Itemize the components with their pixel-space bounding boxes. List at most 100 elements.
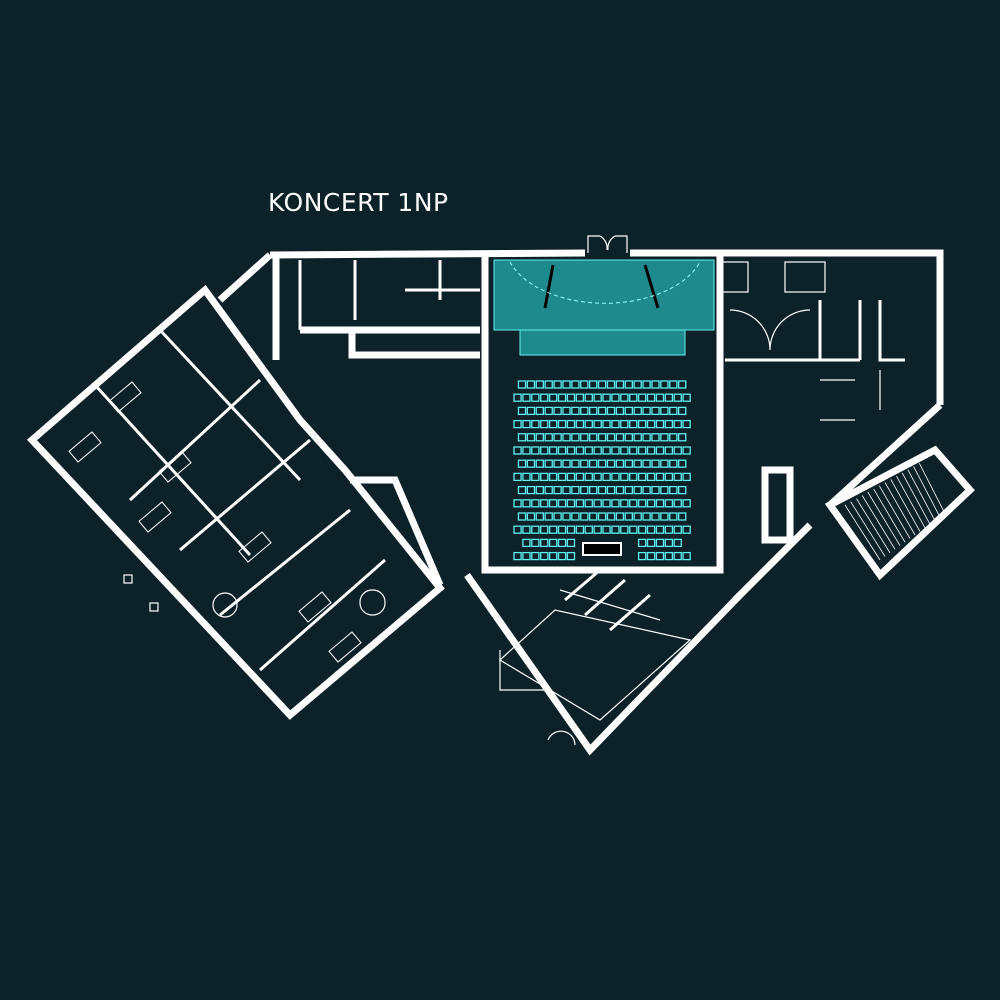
seat bbox=[562, 485, 571, 495]
seat bbox=[531, 472, 540, 482]
seat bbox=[682, 472, 691, 482]
seat bbox=[575, 446, 585, 455]
seat bbox=[540, 419, 549, 429]
seat bbox=[540, 525, 549, 534]
seat bbox=[531, 538, 540, 548]
auditorium-seating bbox=[513, 380, 691, 561]
seat bbox=[651, 380, 660, 389]
seat bbox=[651, 485, 660, 495]
seat bbox=[602, 393, 611, 402]
seat bbox=[580, 380, 589, 389]
stair-tread bbox=[896, 475, 926, 529]
seat bbox=[642, 433, 651, 442]
seat bbox=[513, 499, 522, 508]
seat bbox=[562, 433, 571, 442]
seat bbox=[526, 459, 536, 468]
seat bbox=[664, 551, 674, 561]
seat bbox=[562, 459, 571, 468]
seat bbox=[522, 499, 531, 508]
control-booth bbox=[582, 542, 622, 556]
seat bbox=[562, 512, 571, 521]
seat bbox=[517, 406, 527, 416]
seat bbox=[615, 380, 625, 389]
seat bbox=[548, 446, 558, 455]
seat bbox=[660, 512, 669, 521]
seat bbox=[544, 512, 553, 521]
seat bbox=[584, 393, 593, 402]
seat bbox=[522, 538, 531, 548]
seat bbox=[669, 406, 678, 416]
seat bbox=[544, 433, 553, 442]
seat bbox=[535, 433, 544, 442]
seat bbox=[517, 512, 527, 521]
seat bbox=[566, 538, 576, 548]
seat bbox=[535, 380, 544, 389]
seat bbox=[513, 419, 522, 429]
seat bbox=[637, 538, 647, 548]
seat bbox=[589, 485, 598, 495]
seat bbox=[597, 406, 607, 416]
plan-title: KONCERT 1NP bbox=[268, 188, 449, 217]
seat bbox=[664, 393, 674, 402]
seat bbox=[517, 459, 527, 468]
seat bbox=[540, 538, 549, 548]
seat bbox=[557, 551, 567, 561]
seat bbox=[602, 419, 611, 429]
seat bbox=[620, 525, 629, 534]
seat bbox=[553, 512, 562, 521]
stair-tread bbox=[913, 466, 941, 518]
seat bbox=[682, 419, 691, 429]
stair-tread bbox=[878, 485, 911, 539]
seat bbox=[548, 393, 558, 402]
seat bbox=[637, 525, 647, 534]
seat bbox=[615, 406, 625, 416]
seat bbox=[571, 406, 580, 416]
seat-row bbox=[522, 538, 682, 548]
seat bbox=[522, 393, 531, 402]
seat bbox=[620, 446, 629, 455]
seat bbox=[566, 551, 576, 561]
seat bbox=[646, 472, 656, 482]
seat bbox=[669, 512, 678, 521]
seat bbox=[593, 393, 602, 402]
seat bbox=[548, 472, 558, 482]
seat-row bbox=[517, 433, 687, 442]
seat bbox=[597, 459, 607, 468]
stair-tread bbox=[918, 463, 946, 514]
seat bbox=[571, 512, 580, 521]
seat bbox=[664, 472, 674, 482]
seat bbox=[513, 525, 522, 534]
seat bbox=[646, 419, 656, 429]
desk bbox=[68, 431, 102, 463]
seat bbox=[624, 380, 633, 389]
seat bbox=[682, 446, 691, 455]
seat bbox=[544, 380, 553, 389]
seat-row bbox=[513, 551, 691, 561]
seat bbox=[660, 485, 669, 495]
seat bbox=[522, 446, 531, 455]
seat bbox=[522, 551, 531, 561]
seat bbox=[562, 406, 571, 416]
seat bbox=[629, 525, 638, 534]
seat bbox=[611, 525, 620, 534]
seat bbox=[655, 551, 665, 561]
seat bbox=[526, 485, 536, 495]
seat bbox=[606, 512, 616, 521]
seat bbox=[673, 551, 682, 561]
seat bbox=[566, 393, 576, 402]
seat bbox=[682, 499, 691, 508]
seat bbox=[637, 499, 647, 508]
seat bbox=[606, 380, 616, 389]
seat bbox=[531, 446, 540, 455]
seat bbox=[557, 472, 567, 482]
west-wing bbox=[26, 252, 445, 720]
seat bbox=[540, 393, 549, 402]
seat bbox=[526, 512, 536, 521]
seat-row bbox=[517, 406, 687, 416]
seat bbox=[526, 406, 536, 416]
seat bbox=[589, 380, 598, 389]
seat bbox=[655, 393, 665, 402]
desk bbox=[328, 631, 362, 663]
seat bbox=[682, 551, 691, 561]
seat bbox=[655, 446, 665, 455]
